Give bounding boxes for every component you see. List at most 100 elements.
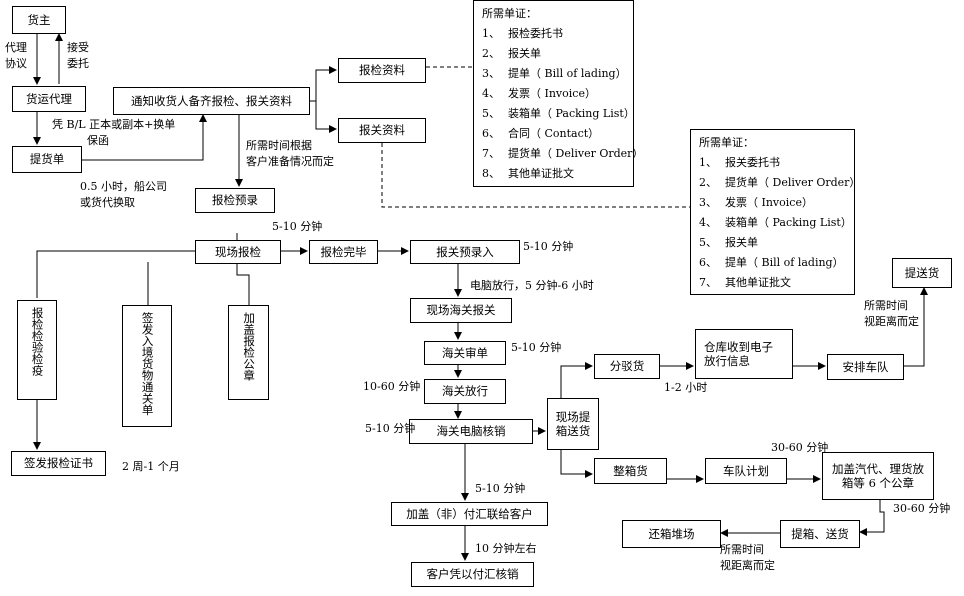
pickup-send-box: 提箱、送货	[780, 520, 860, 548]
agency-agreement-label: 代理 协议	[5, 41, 27, 70]
pickup-delivery-onsite-label: 现场提箱送货	[555, 409, 591, 438]
doc-list-item-text: 提单（ Bill of lading）	[725, 256, 844, 269]
doc-list-item-number: 3、	[482, 67, 500, 80]
customer-forex-box: 客户凭以付汇核销	[411, 562, 534, 587]
time-by-distance-b-label: 所需时间 视距离而定	[720, 543, 775, 572]
sign-entry-notice-box: 签发入境货物通关单	[122, 305, 172, 427]
doc-list-item-number: 7、	[699, 276, 717, 289]
time-by-customer-label: 所需时间根据 客户准备情况而定	[246, 139, 334, 168]
time-10-around-label: 10 分钟左右	[475, 542, 537, 555]
doc-list-item: 1、报检委托书	[482, 24, 625, 44]
doc-list-item-number: 8、	[482, 167, 500, 180]
doc-list-item-text: 发票（ Invoice）	[508, 87, 596, 100]
half-hour-label: 0.5 小时，船公司 或货代换取	[80, 180, 167, 209]
freight-agent-label: 货运代理	[26, 91, 72, 106]
time-30-60-b-label: 30-60 分钟	[893, 502, 951, 515]
doc-list-item: 3、发票（ Invoice）	[699, 193, 846, 213]
stamp-inspection-seal-box: 加盖报检公章	[228, 305, 269, 400]
doc-list-item-number: 6、	[482, 127, 500, 140]
doc-list-item-text: 提单（ Bill of lading）	[508, 67, 627, 80]
pre-inspection-box: 报检预录	[195, 188, 275, 213]
pickup-send-label: 提箱、送货	[791, 526, 849, 541]
doc-list-item-number: 6、	[699, 256, 717, 269]
doc-list-item-number: 1、	[482, 27, 500, 40]
issue-certificate-box: 签发报检证书	[11, 451, 106, 476]
doc-list-item: 2、报关单	[482, 44, 625, 64]
time-by-distance-a-label: 所需时间 视距离而定	[864, 299, 919, 328]
doc-list-item-text: 其他单证批文	[725, 276, 791, 289]
doc-list-item-number: 3、	[699, 196, 717, 209]
doc-list-item: 6、合同（ Contact）	[482, 124, 625, 144]
doc-list-item-text: 报关单	[508, 47, 541, 60]
doc-list-item: 7、提货单（ Deliver Order）	[482, 144, 643, 164]
onsite-customs-box: 现场海关报关	[410, 298, 512, 323]
split-cargo-box: 分驳货	[594, 354, 660, 379]
doc-list-item: 5、报关单	[699, 233, 846, 253]
stamp-forex-box: 加盖（非）付汇联给客户	[391, 502, 548, 526]
time-5-10-b-label: 5-10 分钟	[523, 240, 574, 253]
customs-release-label: 海关放行	[442, 384, 488, 399]
doc-list-item-number: 4、	[482, 87, 500, 100]
bill-of-lading-label: 提货单	[29, 152, 65, 167]
stamp-forex-label: 加盖（非）付汇联给客户	[406, 506, 533, 521]
sign-entry-notice-label: 签发入境货物通关单	[140, 312, 155, 416]
customs-docs-label: 报关资料	[359, 123, 405, 138]
doc-list-item: 2、提货单（ Deliver Order）	[699, 173, 860, 193]
deliver-goods-box: 提送货	[892, 258, 952, 288]
warehouse-receive-box: 仓库收到电子放行信息	[695, 329, 793, 379]
doc-list-item-number: 5、	[699, 236, 717, 249]
pickup-delivery-onsite-box: 现场提箱送货	[547, 398, 599, 450]
doc-list-item-text: 装箱单（ Packing List）	[508, 107, 635, 120]
computer-release-label: 电脑放行，5 分钟-6 小时	[470, 279, 594, 292]
doc-list-item: 1、报关委托书	[699, 153, 846, 173]
stamp-seals-label: 加盖汽代、理货放箱等 6 个公章	[832, 461, 924, 490]
stamp-inspection-seal-label: 加盖报检公章	[242, 312, 257, 381]
full-container-box: 整箱货	[594, 458, 667, 484]
customs-release-box: 海关放行	[424, 379, 506, 404]
doc-list-item: 5、装箱单（ Packing List）	[482, 104, 635, 124]
doc-list-item-text: 报检委托书	[508, 27, 563, 40]
doc-list-item-number: 7、	[482, 147, 500, 160]
arrange-fleet-box: 安排车队	[827, 354, 904, 380]
time-10-60-label: 10-60 分钟	[363, 380, 421, 393]
return-container-label: 还箱堆场	[648, 526, 695, 541]
onsite-customs-label: 现场海关报关	[426, 303, 496, 318]
doc-list-inspection-title: 所需单证：	[482, 7, 537, 20]
full-container-label: 整箱货	[613, 463, 648, 478]
return-container-box: 还箱堆场	[622, 520, 721, 548]
time-5-10-e-label: 5-10 分钟	[475, 482, 526, 495]
onsite-inspection-label: 现场报检	[215, 244, 261, 259]
bl-exchange-label: 凭 B/L 正本或副本+换单 保函	[52, 118, 176, 147]
doc-list-customs-title: 所需单证：	[699, 136, 754, 149]
doc-list-item-number: 4、	[699, 216, 717, 229]
doc-list-item: 6、提单（ Bill of lading）	[699, 253, 846, 273]
doc-list-item-text: 报关单	[725, 236, 758, 249]
fleet-plan-box: 车队计划	[705, 458, 787, 484]
accept-commission-label: 接受 委托	[67, 41, 89, 70]
time-5-10-c-label: 5-10 分钟	[511, 341, 562, 354]
doc-list-item-text: 发票（ Invoice）	[725, 196, 813, 209]
doc-list-item-number: 2、	[482, 47, 500, 60]
customs-preentry-box: 报关预录入	[410, 240, 520, 264]
doc-list-item-text: 报关委托书	[725, 156, 780, 169]
inspection-done-box: 报检完毕	[309, 240, 378, 264]
issue-certificate-label: 签发报检证书	[24, 456, 93, 471]
time-5-10-d-label: 5-10 分钟	[365, 422, 416, 435]
two-weeks-label: 2 周-1 个月	[122, 460, 180, 473]
customs-review-box: 海关审单	[424, 341, 506, 365]
cargo-owner-box: 货主	[12, 6, 66, 34]
customs-verify-label: 海关电脑核销	[436, 424, 506, 439]
arrange-fleet-label: 安排车队	[842, 359, 889, 374]
warehouse-receive-label: 仓库收到电子放行信息	[704, 339, 773, 368]
doc-list-item: 4、发票（ Invoice）	[482, 84, 625, 104]
doc-list-item-number: 5、	[482, 107, 500, 120]
doc-list-item-number: 1、	[699, 156, 717, 169]
time-5-10-a-label: 5-10 分钟	[272, 220, 323, 233]
notify-consignee-box: 通知收货人备齐报检、报关资料	[113, 87, 310, 115]
inspection-done-label: 报检完毕	[320, 244, 367, 259]
customs-review-label: 海关审单	[442, 345, 488, 360]
split-cargo-label: 分驳货	[609, 359, 645, 374]
stamp-seals-box: 加盖汽代、理货放箱等 6 个公章	[822, 452, 934, 500]
